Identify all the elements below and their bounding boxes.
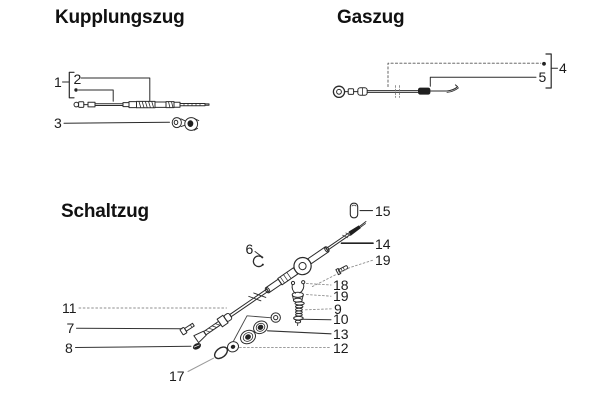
part-label-4: 4 (559, 60, 567, 76)
clutch-barrel-parts-drawing (171, 117, 200, 131)
part-label-12: 12 (333, 339, 349, 356)
screw-pin-drawing (335, 265, 349, 276)
part-label-18: 18 (333, 277, 349, 293)
section-title-gaszug: Gaszug (337, 7, 405, 28)
cable-end-cap-drawing (349, 202, 359, 219)
part-label-5: 5 (538, 69, 547, 85)
seal-ring-drawing (213, 346, 229, 360)
part-label-9: 9 (334, 300, 342, 317)
throttle-callout-bracket (387, 53, 558, 89)
cap-nut-drawing (192, 342, 202, 350)
part-label-8: 8 (65, 340, 73, 356)
part-label-7: 7 (66, 320, 75, 336)
bushing-set-drawing (227, 312, 281, 353)
part-label-19-lower: 19 (333, 288, 349, 304)
part-label-15: 15 (375, 202, 391, 219)
shift-cable-drawing (193, 221, 367, 344)
section-title-kupplungszug: Kupplungszug (55, 7, 185, 28)
part-label-2: 2 (73, 70, 82, 87)
throttle-cable-drawing (332, 84, 459, 99)
part-label-3: 3 (54, 115, 62, 131)
clutch-cable-drawing (73, 100, 210, 109)
part-label-13: 13 (333, 325, 349, 342)
part-label-1: 1 (54, 74, 62, 90)
section-title-schaltzug: Schaltzug (61, 201, 149, 222)
spring-stack-drawing (293, 301, 305, 326)
part-label-17: 17 (169, 367, 185, 384)
part-label-14: 14 (375, 235, 391, 252)
shift-leader-lines (75, 210, 374, 372)
part-label-6: 6 (245, 241, 254, 257)
clutch-callout-bracket (62, 71, 170, 124)
part-label-19-upper: 19 (375, 251, 391, 268)
part-label-10: 10 (333, 311, 349, 327)
part-label-11: 11 (62, 300, 77, 316)
fork-joint-drawing (290, 280, 306, 303)
